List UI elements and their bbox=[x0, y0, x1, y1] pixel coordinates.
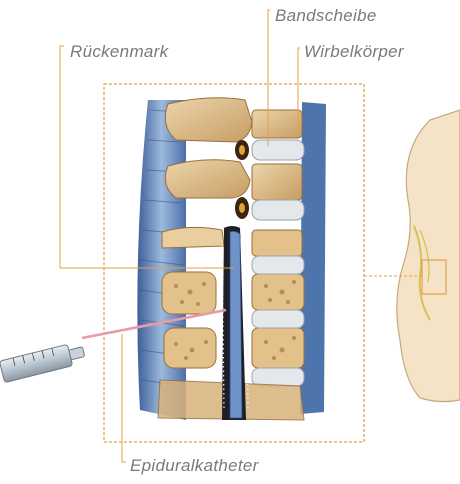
label-wirbelkoerper: Wirbelkörper bbox=[304, 42, 404, 62]
vertebra-middle bbox=[165, 160, 302, 200]
label-epiduralkatheter: Epiduralkatheter bbox=[130, 456, 259, 476]
vertebral-bodies bbox=[252, 230, 304, 386]
label-rueckenmark: Rückenmark bbox=[70, 42, 168, 62]
body-silhouette bbox=[397, 110, 460, 402]
label-bandscheibe: Bandscheibe bbox=[275, 6, 377, 26]
fascia-tissue bbox=[137, 100, 186, 420]
vertebra-upper bbox=[165, 98, 302, 142]
syringe bbox=[0, 341, 86, 383]
disc-upper bbox=[252, 140, 304, 160]
leader-epidural bbox=[122, 334, 126, 462]
spinal-cord bbox=[230, 231, 242, 418]
disc-middle bbox=[252, 200, 304, 220]
